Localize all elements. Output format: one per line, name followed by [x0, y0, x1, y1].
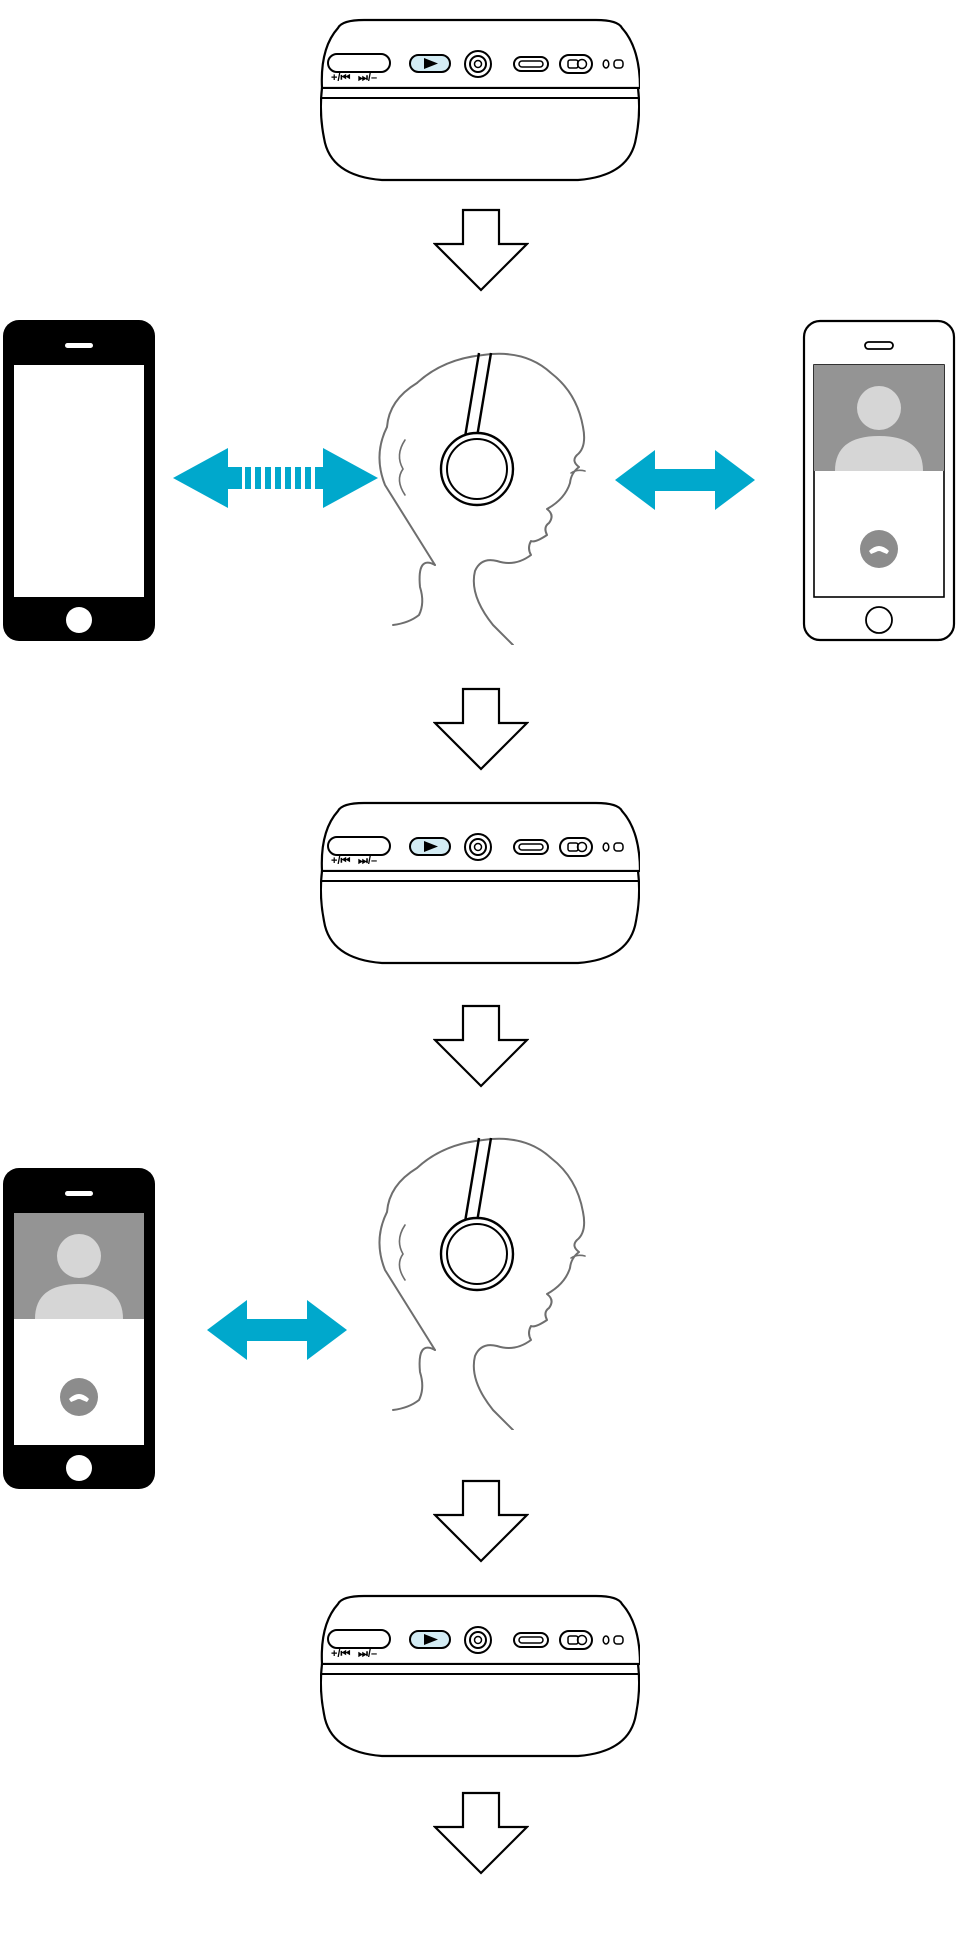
phone-blank	[3, 320, 155, 641]
phone-incoming-call	[802, 319, 956, 642]
volume-next-label: ⏭/–	[358, 1648, 377, 1660]
arrow-down-icon	[433, 1479, 529, 1563]
solid-double-arrow-icon	[207, 1300, 347, 1360]
phone-incoming-call	[3, 1168, 155, 1489]
arrow-down-icon	[433, 687, 529, 771]
arrow-down-icon	[433, 1004, 529, 1088]
arrow-down-icon	[433, 208, 529, 292]
volume-prev-label: +/⏮	[331, 72, 350, 84]
solid-double-arrow-icon	[615, 450, 755, 510]
arrow-down-icon	[433, 1791, 529, 1875]
volume-prev-label: +/⏮	[331, 855, 350, 867]
headphone-button-panel: +/⏮ ⏭/–	[320, 18, 640, 182]
head-with-headphones	[378, 351, 587, 645]
dashed-double-arrow-icon	[173, 448, 378, 508]
volume-prev-label: +/⏮	[331, 1648, 350, 1660]
connection-step-one-phone	[3, 1136, 587, 1489]
head-with-headphones	[378, 1136, 587, 1430]
volume-next-label: ⏭/–	[358, 855, 377, 867]
headphone-button-panel: +/⏮ ⏭/–	[320, 801, 640, 965]
headphone-button-panel: +/⏮ ⏭/–	[320, 1594, 640, 1758]
volume-next-label: ⏭/–	[358, 72, 377, 84]
connection-step-two-phones	[3, 319, 956, 645]
